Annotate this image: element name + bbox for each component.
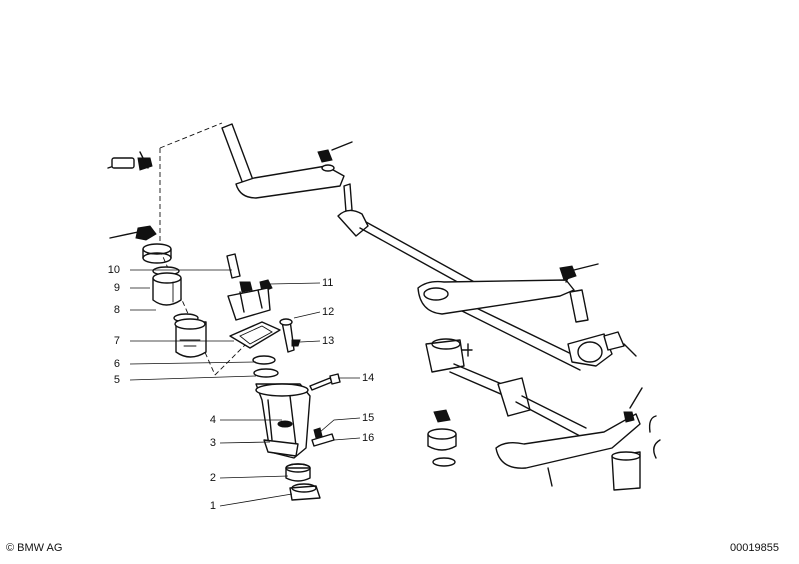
small-nut-loose	[433, 409, 451, 423]
idler-arm-housing	[255, 383, 311, 459]
callout-leaders	[129, 269, 361, 507]
assembly-boundary-dashed	[159, 122, 246, 376]
fastener-kit-icon	[107, 151, 153, 171]
callout-15: 15	[362, 412, 375, 424]
center-tie-rod	[337, 183, 589, 371]
track-rod-lower	[425, 338, 587, 437]
callout-4: 4	[209, 414, 216, 426]
loose-bushing	[427, 428, 457, 467]
mounting-bracket	[227, 287, 271, 321]
washers	[252, 355, 279, 378]
callout-11: 11	[322, 277, 334, 289]
callout-14: 14	[362, 372, 375, 384]
pitman-arm-upper	[221, 123, 345, 199]
bolt-part-16	[311, 427, 335, 447]
callout-16: 16	[362, 432, 375, 444]
clamp-part-1	[289, 483, 321, 501]
bushing-lower	[173, 313, 207, 358]
callout-5: 5	[113, 374, 120, 386]
steering-arm-right	[495, 387, 643, 491]
pin-part	[226, 253, 241, 279]
clipped-part-edge	[648, 415, 661, 459]
callout-13: 13	[322, 335, 335, 347]
copyright-text: © BMW AG	[6, 542, 63, 554]
callout-2: 2	[209, 472, 216, 484]
callout-9: 9	[113, 282, 120, 294]
callout-6: 6	[113, 358, 120, 370]
nut-pitman	[317, 141, 353, 163]
callout-7: 7	[113, 335, 120, 347]
callout-1: 1	[209, 500, 216, 512]
callout-3: 3	[209, 437, 216, 449]
bushing-upper	[152, 266, 182, 306]
relay-arm	[417, 263, 599, 323]
nut-bolt-top-left	[109, 225, 172, 264]
callout-10: 10	[107, 264, 120, 276]
tie-rod-end-right	[567, 331, 637, 367]
image-number: 00019855	[730, 542, 779, 554]
bolt-part-12	[279, 318, 301, 353]
bushing-part-2	[285, 463, 311, 482]
callout-8: 8	[113, 304, 120, 316]
callout-12: 12	[322, 306, 335, 318]
gasket-plate	[229, 321, 281, 349]
bolt-part-14	[309, 373, 341, 391]
